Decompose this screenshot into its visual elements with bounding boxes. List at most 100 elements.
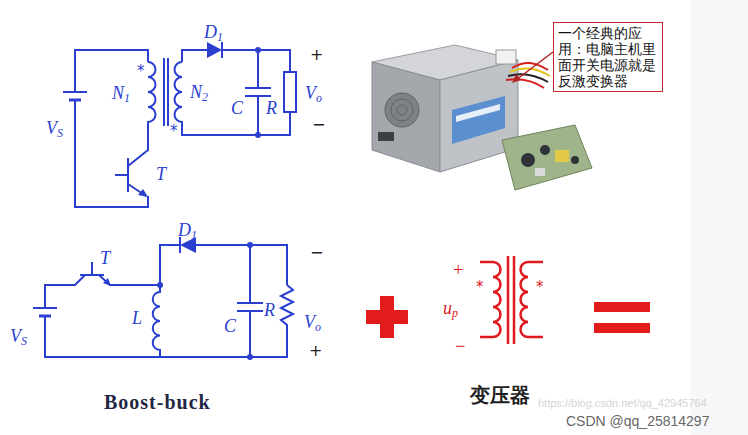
label-slot: C xyxy=(224,316,236,336)
watermark: CSDN @qq_25814297 xyxy=(566,413,709,429)
subscript: o xyxy=(315,320,321,334)
transformer-symbol xyxy=(480,256,543,344)
transistor-base xyxy=(91,262,93,275)
junction-dot xyxy=(255,132,261,138)
primary-coil xyxy=(128,62,156,166)
boost-buck-circuit xyxy=(33,237,293,357)
watermark: https://blog.csdn.net/qq_42945764 xyxy=(538,397,707,409)
callout-box: 一个经典的应用：电脑主机里面开关电源就是反激变换器 xyxy=(553,22,663,92)
circuit-symbol-label: D1 xyxy=(178,220,197,240)
label-slot: D1 xyxy=(204,22,223,42)
circuit-symbol-label: R xyxy=(264,300,275,320)
junction-dot xyxy=(157,282,163,288)
leader-arrow xyxy=(512,74,521,83)
circuit-symbol-label: T xyxy=(100,248,110,268)
circuit-symbol-label: D1 xyxy=(204,22,223,42)
circuit-symbol-label: L xyxy=(132,308,142,328)
label-slot: − xyxy=(454,336,466,356)
label-slot: T xyxy=(100,248,110,268)
inductor-symbol xyxy=(153,285,160,357)
wire xyxy=(75,50,148,92)
circuit-symbol-label: Vo xyxy=(305,83,322,103)
emitter-arrow xyxy=(103,278,111,286)
label-slot: R xyxy=(264,300,275,320)
subscript: p xyxy=(452,306,458,320)
polarity-sign: + xyxy=(309,341,322,360)
circuit-symbol-label: VS xyxy=(46,118,63,138)
transistor-symbol xyxy=(115,158,146,196)
part-caption: 变压器 xyxy=(470,383,530,407)
subscript: S xyxy=(57,126,63,140)
label-slot: * xyxy=(476,278,484,296)
circuit-symbol-label: Vo xyxy=(304,312,321,332)
label-slot: + xyxy=(309,342,322,360)
battery-plate xyxy=(33,307,57,309)
label-slot: T xyxy=(156,164,166,184)
wire xyxy=(182,50,290,72)
label-slot: * xyxy=(536,278,544,296)
polarity-dot: * xyxy=(536,278,544,296)
label-slot: https://blog.csdn.net/qq_42945764 xyxy=(538,393,707,411)
wire xyxy=(75,100,148,207)
emitter-arrow xyxy=(138,189,148,197)
label-slot: up xyxy=(443,298,458,318)
label-slot: Boost-buck xyxy=(104,390,211,414)
junction-dot xyxy=(247,354,253,360)
transformer-label: + xyxy=(452,260,464,280)
label-slot: N1 xyxy=(112,83,130,103)
label-slot: * xyxy=(137,62,145,80)
polarity-sign: + xyxy=(310,45,323,64)
circuit-name: Boost-buck xyxy=(104,391,211,413)
label-slot: * xyxy=(170,122,178,140)
label-slot: VS xyxy=(10,326,27,346)
circuit-symbol-label: T xyxy=(156,164,166,184)
label-slot: + xyxy=(452,260,464,280)
circuit-symbol-label: C xyxy=(231,98,243,118)
leader-line xyxy=(516,52,553,80)
label-slot: D1 xyxy=(178,220,197,240)
plus-sign xyxy=(366,296,408,338)
label-slot: R xyxy=(266,98,277,118)
polarity-dot: * xyxy=(476,278,484,296)
subscript: 1 xyxy=(217,30,223,44)
subscript: S xyxy=(21,334,27,348)
label-slot: VS xyxy=(46,118,63,138)
resistor-symbol xyxy=(281,285,293,330)
transformer-core xyxy=(164,58,168,126)
label-slot: L xyxy=(132,308,142,328)
label-slot: 变压器 xyxy=(470,383,530,407)
junction-dot xyxy=(255,47,261,53)
polarity-sign: − xyxy=(312,115,325,134)
capacitor-symbol xyxy=(245,50,271,135)
callout-text: 一个经典的应用：电脑主机里面开关电源就是反激变换器 xyxy=(558,25,658,89)
resistor-symbol xyxy=(284,72,296,112)
label-slot: Vo xyxy=(305,83,322,103)
secondary-coil xyxy=(175,62,290,135)
circuit-symbol-label: C xyxy=(224,316,236,336)
diode-symbol xyxy=(207,42,222,58)
junction-dot xyxy=(247,242,253,248)
equals-sign xyxy=(594,302,650,333)
label-slot: Vo xyxy=(304,312,321,332)
label-slot: CSDN @qq_25814297 xyxy=(566,412,709,430)
subscript: 1 xyxy=(124,91,130,105)
label-slot: C xyxy=(231,98,243,118)
polarity-dot: * xyxy=(170,122,178,140)
subscript: 2 xyxy=(202,90,208,104)
circuit-symbol-label: VS xyxy=(10,326,27,346)
label-slot: N2 xyxy=(190,82,208,102)
transformer-label: − xyxy=(454,336,466,356)
transformer-label: up xyxy=(443,298,458,318)
subscript: o xyxy=(316,91,322,105)
label-slot: − xyxy=(312,116,325,134)
label-slot: − xyxy=(310,244,323,262)
label-slot: + xyxy=(310,46,323,64)
capacitor-symbol xyxy=(237,245,263,357)
circuit-symbol-label: N1 xyxy=(112,83,130,103)
polarity-dot: * xyxy=(137,62,145,80)
circuit-symbol-label: R xyxy=(266,98,277,118)
circuit-symbol-label: N2 xyxy=(190,82,208,102)
polarity-sign: − xyxy=(310,243,323,262)
background-strip xyxy=(690,0,748,435)
